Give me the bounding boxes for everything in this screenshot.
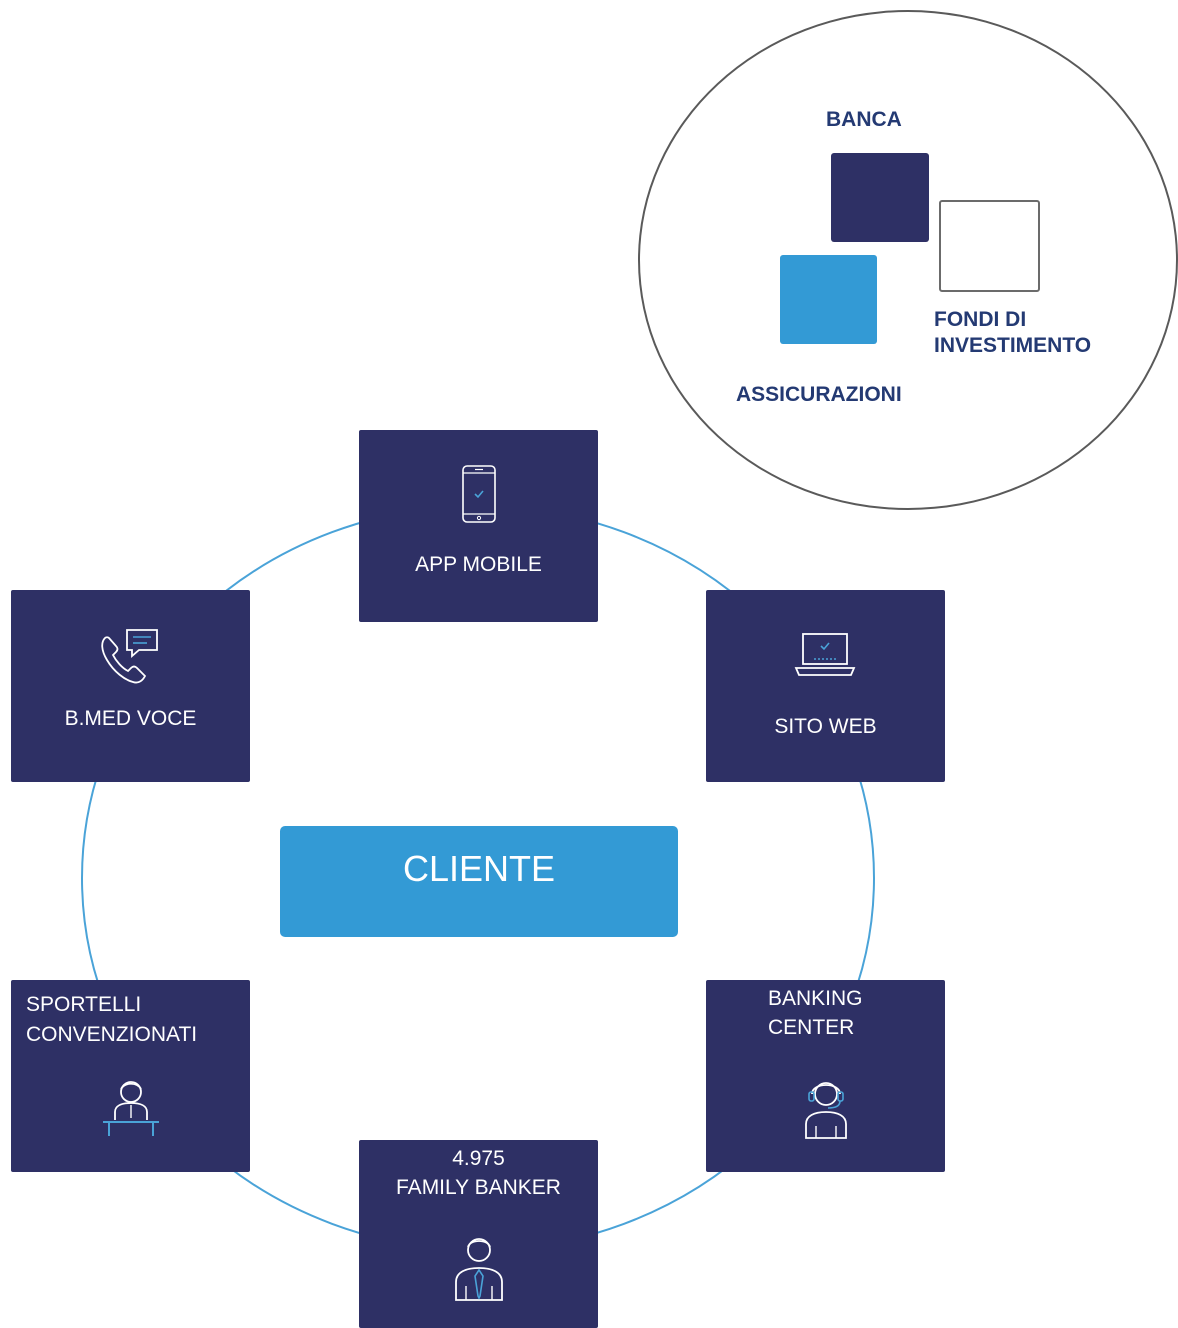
fondi-square [939, 200, 1040, 292]
channel-bmed-voce: B.MED VOCE [11, 590, 250, 782]
sportelli-label-line2: CONVENZIONATI [26, 1023, 198, 1046]
channel-sito-web: SITO WEB [706, 590, 945, 782]
banking-center-label-line2: CENTER [768, 1016, 855, 1039]
channel-app-mobile: APP MOBILE [359, 430, 598, 622]
family-banker-label: FAMILY BANKER [396, 1176, 561, 1199]
headset-operator-icon [805, 1082, 847, 1139]
banca-label: BANCA [826, 108, 902, 131]
counter-clerk-icon [103, 1081, 159, 1136]
bmed-voce-label: B.MED VOCE [64, 707, 197, 730]
app-mobile-label: APP MOBILE [415, 553, 542, 576]
banking-center-label-line1: BANKING [768, 987, 863, 1010]
businessman-tie-icon [455, 1238, 503, 1301]
channel-sportelli-convenzionati: SPORTELLI CONVENZIONATI [11, 980, 250, 1172]
channel-banking-center: BANKING CENTER [706, 980, 945, 1172]
sito-web-label: SITO WEB [774, 715, 877, 738]
family-banker-count: 4.975 [452, 1147, 505, 1170]
fondi-label: FONDI DI INVESTIMENTO [934, 307, 1091, 359]
assicurazioni-label: ASSICURAZIONI [736, 383, 902, 406]
sportelli-label-line1: SPORTELLI [26, 993, 142, 1016]
phone-chat-icon [101, 629, 158, 684]
banca-square [831, 153, 929, 242]
assicurazioni-square [780, 255, 877, 344]
smartphone-icon [462, 465, 496, 523]
product-circle [638, 10, 1178, 510]
fondi-label-line1: FONDI DI [934, 308, 1027, 331]
channel-family-banker: 4.975 FAMILY BANKER [359, 1140, 598, 1328]
laptop-icon [794, 633, 856, 676]
cliente-center-box: CLIENTE [280, 826, 678, 937]
fondi-label-line2: INVESTIMENTO [934, 334, 1092, 357]
cliente-label: CLIENTE [402, 848, 556, 889]
